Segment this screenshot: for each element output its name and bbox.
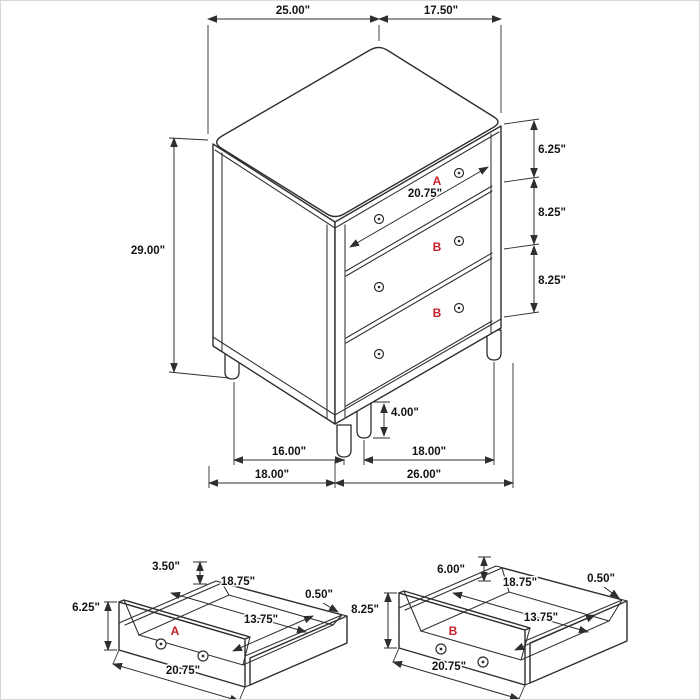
extension-lines: [207, 25, 502, 134]
dim-line: [112, 662, 240, 699]
chest-main-view: A B B 25.00" 17.50" 29.00" 6.25" 8.25" 8…: [129, 4, 567, 488]
chest-leg-front: [336, 424, 352, 458]
dim-wall-thickness-label: 0.50": [305, 589, 333, 601]
drawer-knob-dot: [377, 352, 381, 356]
dim-top-depth-label: 17.50": [424, 5, 458, 17]
leader-line: [603, 586, 620, 599]
dim-overall-height: 29.00": [129, 137, 230, 379]
drawer-knob-dot: [159, 642, 163, 646]
dim-drawer-b1-height-label: 8.25": [538, 207, 566, 219]
dim-drawer-a-inner-depth: 13.75": [232, 613, 314, 652]
dim-drawer-a-front-height: 6.25": [71, 601, 117, 651]
drawer-knob-dot: [457, 171, 461, 175]
drawer-b2-label: B: [433, 306, 442, 320]
drawer-knob-dot: [377, 285, 381, 289]
dim-drawer-b-front-height: 8.25": [350, 592, 397, 649]
dim-drawer-a-side-height: 3.50": [151, 560, 207, 585]
drawer-knob-dot: [201, 654, 205, 658]
drawer-b-rim-lines: [398, 565, 628, 686]
dim-drawer-b-inner-depth: 13.75": [514, 611, 596, 651]
dim-base-row-2: 18.00" 26.00": [208, 363, 514, 488]
extension-lines: [384, 592, 397, 649]
dim-drawer-b2-height-label: 8.25": [538, 275, 566, 287]
dim-drawer-b-side-height: 6.00": [436, 556, 491, 582]
dim-drawer-inner-width: 20.75": [349, 166, 489, 248]
chest-leg-right: [486, 329, 502, 361]
dim-leg-height: 4.00": [373, 401, 420, 439]
extension-lines: [392, 647, 526, 699]
chest-top-face: [216, 46, 499, 218]
dim-side-height-label: 6.00": [437, 564, 465, 576]
dim-outer-width-label: 20.75": [166, 665, 200, 677]
drawer-knob-dot: [439, 647, 443, 651]
extension-lines: [112, 649, 246, 699]
extension-lines: [373, 401, 390, 439]
drawer-knob-dot: [377, 217, 381, 221]
dim-leg-span-right-label: 18.00": [412, 446, 446, 458]
drawer-knob-dot: [457, 306, 461, 310]
dim-line-inner-width: [349, 166, 489, 248]
chest-leg-rear: [356, 402, 372, 439]
dim-height-label: 29.00": [131, 245, 165, 257]
dim-inner-width-label: 18.75": [221, 576, 255, 588]
drawer-a-detail-label: A: [171, 624, 180, 638]
drawer-a-label: A: [433, 174, 442, 188]
dim-base-depth-label: 18.00": [255, 469, 289, 481]
dim-line: [232, 615, 314, 652]
chest-top-lip: [214, 131, 500, 229]
drawer-knob-dot: [481, 660, 485, 664]
extension-lines: [503, 118, 540, 318]
dim-outer-width-label: 20.75": [432, 661, 466, 673]
chest-corner-posts: [221, 133, 492, 419]
dim-front-height-label: 6.25": [72, 602, 100, 614]
dim-side-height-label: 3.50": [152, 561, 180, 573]
leader-line: [322, 602, 339, 613]
drawer-a-side-face: [249, 615, 348, 686]
drawer-a-detail-view: A 6.25" 3.50" 18.75" 0.50" 13.75" 20.75": [71, 560, 348, 699]
dim-drawer-b-wall-thickness: 0.50": [586, 572, 620, 599]
dim-top-width-label: 25.00": [276, 5, 310, 17]
extension-lines: [104, 601, 117, 651]
drawer-b1-label: B: [433, 240, 442, 254]
dim-leg-height-label: 4.00": [391, 407, 419, 419]
dim-drawer-a-height-label: 6.25": [538, 144, 566, 156]
dim-base-width-label: 26.00": [407, 469, 441, 481]
dim-drawer-heights: 6.25" 8.25" 8.25": [503, 118, 567, 318]
dim-drawer-a-wall-thickness: 0.50": [304, 588, 339, 613]
dim-leg-span-left-label: 16.00": [272, 446, 306, 458]
dim-drawer-a-outer-width: 20.75": [112, 649, 246, 699]
drawer-knob-dot: [457, 239, 461, 243]
dim-base-row-1: 16.00" 18.00": [233, 362, 495, 465]
chest-legs: [224, 329, 502, 458]
dim-wall-thickness-label: 0.50": [587, 573, 615, 585]
drawer-b-detail-view: B 8.25" 6.00" 18.75" 0.50" 13.75" 20.75": [350, 556, 628, 699]
drawer-b-detail-label: B: [449, 624, 458, 638]
dim-inner-width-label: 20.75": [408, 188, 442, 200]
chest-bottom-rails: [212, 318, 502, 416]
dim-inner-depth-label: 13.75": [524, 612, 558, 624]
dim-front-height-label: 8.25": [351, 604, 379, 616]
dim-inner-depth-label: 13.75": [244, 614, 278, 626]
dim-line: [392, 660, 520, 699]
dim-top-width-depth: 25.00" 17.50": [207, 4, 502, 134]
dim-inner-width-label: 18.75": [503, 577, 537, 589]
dim-line: [514, 614, 596, 651]
dim-drawer-b-outer-width: 20.75": [392, 647, 526, 699]
